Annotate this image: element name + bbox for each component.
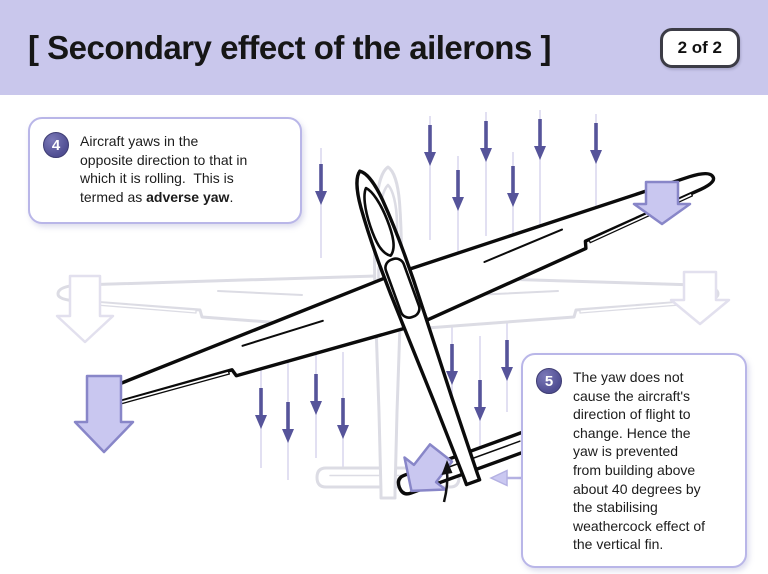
callout-text-part2: . <box>229 188 234 205</box>
ghost-wingtip-arrow-right <box>669 270 731 326</box>
tail-direction-arrow <box>441 460 453 503</box>
wingtip-down-arrow-left <box>73 374 135 454</box>
tail-swing-arrow <box>403 443 454 493</box>
header-bar: [ Secondary effect of the ailerons ] 2 o… <box>0 0 768 95</box>
callout-weathercock: 5 The yaw does not cause the aircraft's … <box>521 353 747 569</box>
callout-text-part1: Aircraft yaws in the opposite direction … <box>80 133 248 205</box>
page-title: [ Secondary effect of the ailerons ] <box>28 28 551 66</box>
callout-text: The yaw does not cause the aircraft's di… <box>573 369 706 553</box>
ghost-wingtip-arrow-left <box>55 274 115 344</box>
step-number-badge: 5 <box>536 368 562 394</box>
callout-adverse-yaw: 4 Aircraft yaws in the opposite directio… <box>28 117 302 224</box>
callout-text-bold: adverse yaw <box>146 188 230 205</box>
callout-text: Aircraft yaws in the opposite direction … <box>80 132 282 206</box>
step-number-badge: 4 <box>43 132 69 158</box>
callout-leader-arrow <box>489 469 524 487</box>
wingtip-down-arrow-right <box>632 180 692 226</box>
yaw-arrows <box>73 180 692 493</box>
page-indicator-badge: 2 of 2 <box>659 27 740 68</box>
